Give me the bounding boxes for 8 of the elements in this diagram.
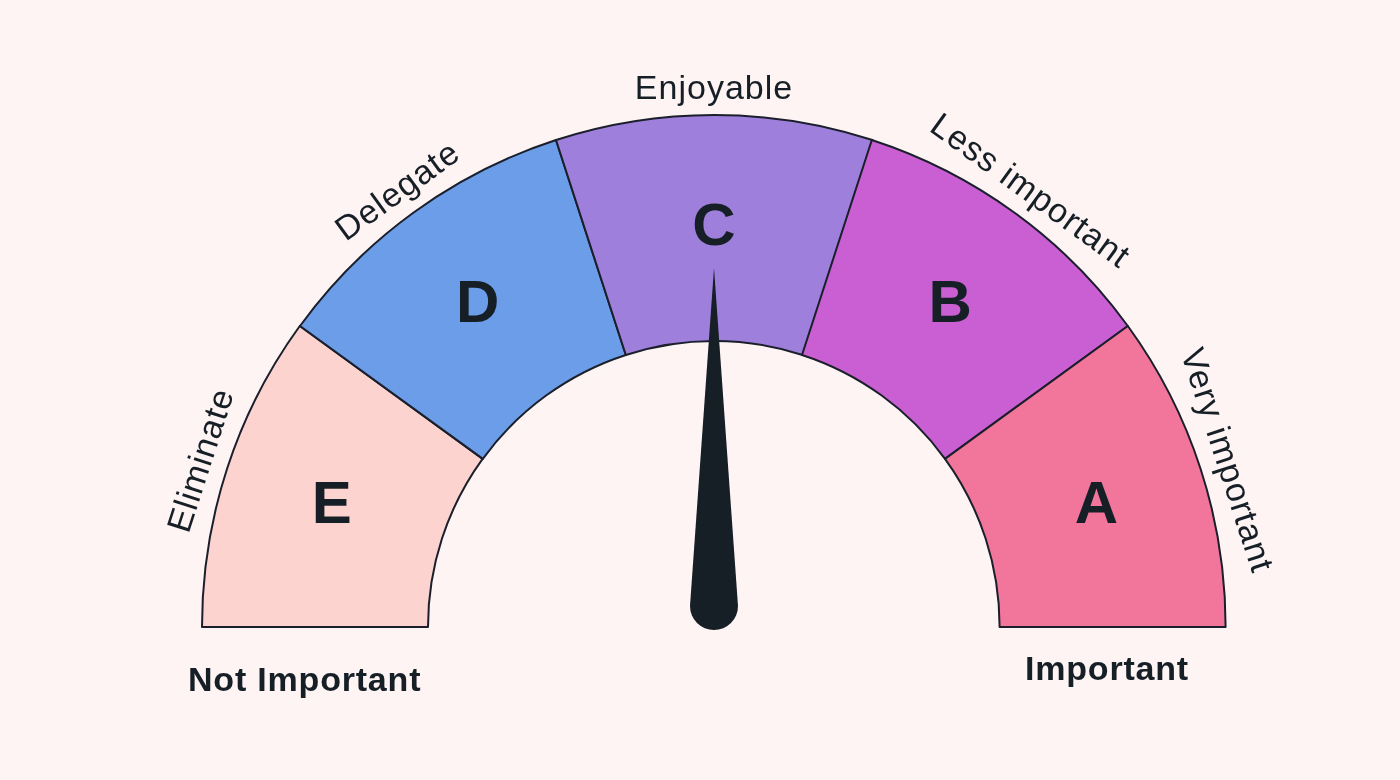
segment-letter: C bbox=[692, 195, 736, 255]
segment-letter: D bbox=[456, 271, 500, 332]
scale-end-label: Important bbox=[1025, 651, 1189, 685]
segment-letter: A bbox=[1074, 472, 1118, 533]
segment-letter: E bbox=[311, 472, 352, 533]
segment-letter: B bbox=[928, 271, 972, 332]
scale-end-label: Not Important bbox=[188, 662, 422, 696]
arc-label: Enjoyable bbox=[634, 70, 794, 104]
